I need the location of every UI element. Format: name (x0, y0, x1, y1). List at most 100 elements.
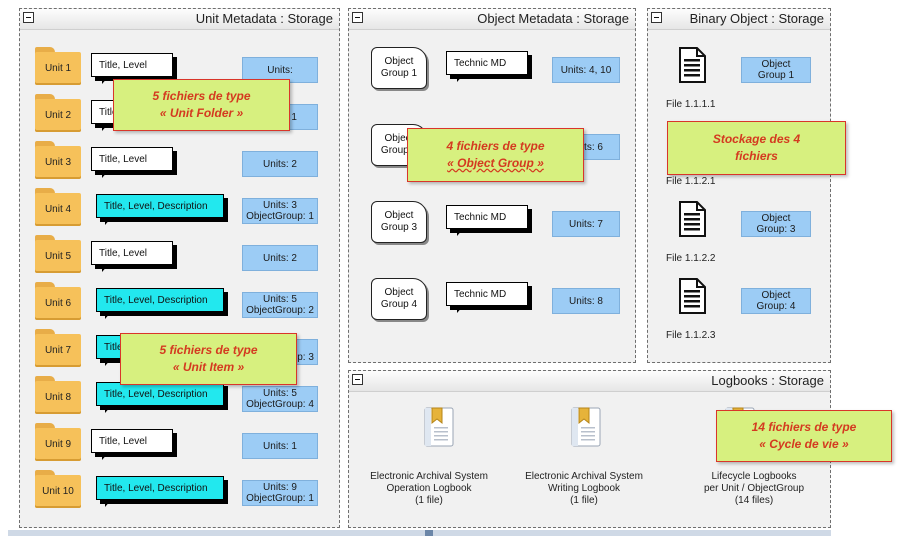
note-storage: Stockage des 4 fichiers (667, 121, 846, 175)
note-object-group-line2: « Object Group » (447, 156, 544, 170)
collapse-icon[interactable] (651, 12, 662, 23)
note-unit-folder-line2: « Unit Folder » (159, 106, 244, 120)
note-unit-folder-line1: 5 fichiers de type (152, 89, 251, 103)
horizontal-scrollbar[interactable] (8, 530, 831, 536)
unit-folder-icon[interactable]: Unit 10 (35, 470, 81, 508)
object-units-box[interactable]: Units: 7 (552, 211, 620, 237)
note-storage-line2: fichiers (735, 149, 778, 163)
logbook-icon[interactable] (424, 407, 454, 447)
folder-tab (35, 94, 55, 102)
binary-group-box[interactable]: Object Group: 4 (741, 288, 811, 314)
unit-units-box[interactable]: Units: 5 ObjectGroup: 4 (242, 386, 318, 412)
unit-folder-icon[interactable]: Unit 2 (35, 94, 81, 132)
unit-folder-label: Unit 5 (35, 240, 81, 273)
unit-folder-label: Unit 7 (35, 334, 81, 367)
unit-metadata-callout: Title, Level, Description (96, 382, 224, 413)
note-object-group: 4 fichiers de type « Object Group » (407, 128, 584, 182)
note-storage-line1: Stockage des 4 (712, 132, 801, 146)
logbooks-panel-header: Logbooks : Storage (349, 371, 830, 392)
note-unit-item: 5 fichiers de type « Unit Item » (120, 333, 297, 385)
logbook-label: Lifecycle Logbooks per Unit / ObjectGrou… (703, 471, 805, 506)
collapse-icon[interactable] (352, 12, 363, 23)
unit-units-box[interactable]: Units: 2 (242, 245, 318, 271)
file-label: File 1.1.2.1 (666, 176, 716, 187)
unit-metadata-callout: Title, Level, Description (96, 194, 224, 225)
logbook-icon[interactable] (571, 407, 601, 447)
unit-folder-icon[interactable]: Unit 5 (35, 235, 81, 273)
unit-metadata-callout: Title, Level (91, 147, 173, 178)
unit-panel-title: Unit Metadata : Storage (195, 11, 333, 26)
document-icon[interactable] (678, 47, 706, 83)
object-group-shape[interactable]: Object Group 3 (371, 201, 427, 243)
folder-tab (35, 235, 55, 243)
unit-units-box[interactable]: Units: 3 ObjectGroup: 1 (242, 198, 318, 224)
logbooks-panel-title: Logbooks : Storage (711, 373, 824, 388)
unit-metadata-callout: Title, Level (91, 241, 173, 272)
note-cycle-line2: « Cycle de vie » (759, 437, 849, 451)
technic-md-callout: Technic MD (446, 51, 528, 82)
unit-units-box[interactable]: Units: 9 ObjectGroup: 1 (242, 480, 318, 506)
unit-folder-icon[interactable]: Unit 4 (35, 188, 81, 226)
unit-metadata-callout: Title, Level (91, 53, 173, 84)
unit-panel-header: Unit Metadata : Storage (20, 9, 339, 30)
binary-panel-title: Binary Object : Storage (689, 11, 824, 26)
logbook-label: Electronic Archival System Writing Logbo… (525, 471, 643, 506)
file-label: File 1.1.1.1 (666, 99, 716, 110)
note-unit-folder: 5 fichiers de type « Unit Folder » (113, 79, 290, 131)
object-panel-header: Object Metadata : Storage (349, 9, 635, 30)
folder-tab (35, 423, 55, 431)
document-icon[interactable] (678, 278, 706, 314)
folder-tab (35, 47, 55, 55)
folder-tab (35, 470, 55, 478)
unit-folder-label: Unit 9 (35, 428, 81, 461)
unit-folder-icon[interactable]: Unit 6 (35, 282, 81, 320)
scrollbar-thumb[interactable] (425, 530, 433, 536)
folder-tab (35, 329, 55, 337)
object-group-shape[interactable]: Object Group 4 (371, 278, 427, 320)
note-object-group-line1: 4 fichiers de type (446, 139, 545, 153)
unit-folder-icon[interactable]: Unit 8 (35, 376, 81, 414)
unit-units-box[interactable]: Units: 2 (242, 151, 318, 177)
note-cycle: 14 fichiers de type « Cycle de vie » (716, 410, 892, 462)
unit-folder-label: Unit 2 (35, 99, 81, 132)
logbook-label: Electronic Archival System Operation Log… (370, 471, 488, 506)
binary-group-box[interactable]: Object Group: 3 (741, 211, 811, 237)
object-metadata-panel: Object Metadata : Storage Object Group 1… (348, 8, 636, 363)
object-units-box[interactable]: Units: 4, 10 (552, 57, 620, 83)
object-units-box[interactable]: Units: 8 (552, 288, 620, 314)
unit-folder-label: Unit 8 (35, 381, 81, 414)
unit-folder-label: Unit 10 (35, 475, 81, 508)
collapse-icon[interactable] (23, 12, 34, 23)
unit-metadata-callout: Title, Level (91, 429, 173, 460)
file-label: File 1.1.2.3 (666, 330, 716, 341)
collapse-icon[interactable] (352, 374, 363, 385)
folder-tab (35, 282, 55, 290)
unit-folder-icon[interactable]: Unit 3 (35, 141, 81, 179)
unit-folder-icon[interactable]: Unit 9 (35, 423, 81, 461)
object-panel-title: Object Metadata : Storage (477, 11, 629, 26)
unit-units-box[interactable]: Units: 1 (242, 433, 318, 459)
folder-tab (35, 141, 55, 149)
unit-units-box[interactable]: Units: 5 ObjectGroup: 2 (242, 292, 318, 318)
technic-md-callout: Technic MD (446, 282, 528, 313)
unit-units-box[interactable]: Units: (242, 57, 318, 83)
folder-tab (35, 188, 55, 196)
binary-panel-header: Binary Object : Storage (648, 9, 830, 30)
unit-folder-label: Unit 6 (35, 287, 81, 320)
object-group-shape[interactable]: Object Group 1 (371, 47, 427, 89)
unit-metadata-callout: Title, Level, Description (96, 288, 224, 319)
folder-tab (35, 376, 55, 384)
unit-folder-label: Unit 4 (35, 193, 81, 226)
note-unit-item-line1: 5 fichiers de type (159, 343, 258, 357)
note-unit-item-line2: « Unit Item » (172, 360, 245, 374)
file-label: File 1.1.2.2 (666, 253, 716, 264)
technic-md-callout: Technic MD (446, 205, 528, 236)
unit-folder-icon[interactable]: Unit 7 (35, 329, 81, 367)
unit-folder-label: Unit 3 (35, 146, 81, 179)
binary-group-box[interactable]: Object Group 1 (741, 57, 811, 83)
unit-folder-label: Unit 1 (35, 52, 81, 85)
note-cycle-line1: 14 fichiers de type (751, 420, 857, 434)
document-icon[interactable] (678, 201, 706, 237)
unit-folder-icon[interactable]: Unit 1 (35, 47, 81, 85)
